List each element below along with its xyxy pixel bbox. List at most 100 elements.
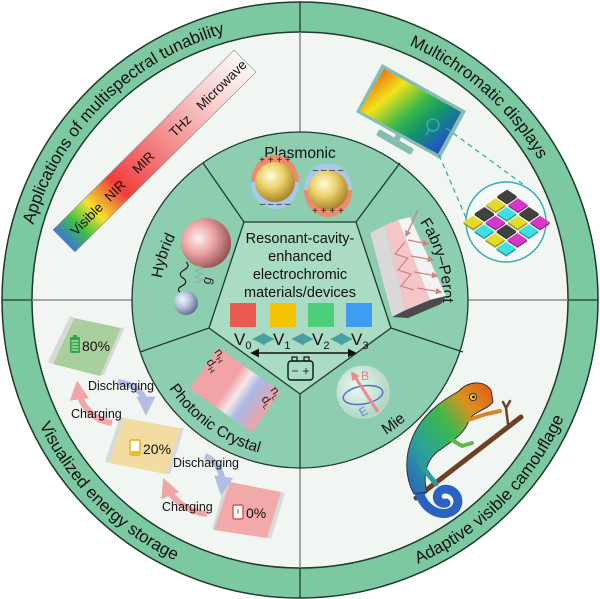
positive-charges: + + + + — [259, 155, 291, 166]
pixel-tile-yellow — [463, 215, 483, 229]
chameleon-back-leg — [417, 459, 439, 487]
chameleon-front-leg — [466, 409, 502, 422]
plasmonic-particle-2: – – – – + + + + — [304, 163, 352, 217]
charging-arrow-icon — [161, 477, 208, 517]
center-title-line: materials/devices — [244, 285, 356, 301]
chameleon-tail — [414, 484, 463, 518]
hybrid-small-particle — [174, 291, 198, 315]
spectrum-bar: Visible NIR MIR THz Microwave — [52, 49, 257, 253]
panel-20 — [109, 418, 180, 474]
pixel-tile-edge — [519, 213, 539, 222]
pixel-grid — [463, 189, 550, 257]
voltage-label-v1: V1 — [273, 330, 290, 352]
pixel-tile-dark — [519, 207, 539, 220]
pixel-tile-edge — [496, 230, 516, 240]
energy-state-20: 20% — [105, 417, 184, 474]
photonic-crystal-stack — [189, 347, 281, 433]
color-state-swatches — [230, 303, 372, 327]
pixel-tile-cyan — [519, 224, 539, 238]
charging-label: Charging — [162, 500, 213, 514]
color-swatch-yellow — [270, 303, 296, 327]
pixel-tile-dark — [496, 224, 516, 238]
pixel-tile-edge — [485, 239, 505, 248]
panel-0 — [214, 482, 281, 538]
pixel-tile-edge — [486, 204, 506, 214]
plasmonic-particle-1: + + + + – – – – — [251, 155, 299, 210]
mechanism-plasmonic: Plasmonic + + + + – – – – – – – – + + + … — [251, 145, 352, 217]
center-title-line: Resonant-cavity- — [246, 231, 355, 247]
hybrid-large-particle — [181, 218, 231, 268]
negative-charges: – – – – — [260, 199, 291, 210]
battery-full-icon — [70, 335, 80, 353]
battery-empty-icon — [232, 504, 244, 520]
pixel-tile-edge — [507, 239, 527, 248]
coupling-wave-icon — [177, 261, 189, 293]
discharging-arrow-icon — [117, 379, 156, 416]
battery-plus: + — [302, 364, 309, 378]
color-swatch-red — [230, 303, 256, 327]
color-swatch-blue — [346, 303, 372, 327]
pixel-tile-edge — [497, 213, 517, 222]
battery-icon: − + — [287, 356, 314, 381]
pixel-tile-magenta — [530, 215, 550, 229]
charge-percent: 20% — [143, 441, 171, 457]
charge-percent: 0% — [246, 505, 266, 521]
pixel-tile-edge — [508, 204, 528, 214]
pixel-tile-magenta — [485, 215, 505, 229]
discharging-label: Discharging — [88, 379, 154, 393]
pixel-tile-yellow — [485, 233, 505, 246]
gap-label: g — [198, 275, 214, 286]
pixel-tile-edge — [519, 230, 539, 240]
chameleon-illustration — [406, 382, 524, 518]
pixel-tile-magenta — [508, 198, 528, 212]
battery-minus: − — [291, 364, 298, 378]
pixel-tile-edge — [497, 196, 517, 205]
fabry-perot-cavity-icon — [369, 209, 447, 318]
voltage-label-v2: V2 — [312, 330, 329, 352]
chameleon-front-leg — [450, 438, 474, 449]
pixel-tile-edge — [508, 222, 528, 231]
pixel-tile-edge — [496, 248, 516, 257]
pixel-tile-dark — [497, 189, 517, 203]
magnifier-icon — [426, 118, 440, 132]
voltage-label-v3: V3 — [351, 330, 368, 352]
negative-charges: – – – – — [313, 165, 344, 176]
voltage-label-v0: V0 — [234, 330, 251, 352]
center-title: Resonant-cavity- enhanced electrochromic… — [244, 231, 356, 301]
panel-80 — [53, 318, 121, 376]
pixel-tile-yellow — [508, 215, 528, 229]
mie-particle — [336, 365, 390, 419]
pixel-tile-dark — [474, 207, 494, 220]
pixel-tile-cyan — [496, 241, 516, 255]
positive-charges: + + + + — [312, 206, 344, 217]
pixel-tile-yellow — [486, 198, 506, 212]
voltage-states: V0 V1 V2 V3 — [234, 330, 368, 358]
b-field-label: B — [361, 369, 369, 383]
charging-label: Charging — [71, 407, 122, 421]
energy-state-80: 80% — [48, 316, 125, 376]
battery-low-icon — [129, 439, 141, 456]
center-title-line: electrochromic — [253, 267, 347, 283]
gap-spring-icon — [193, 264, 205, 284]
discharging-arrow-icon — [203, 453, 234, 496]
center-title-line: enhanced — [268, 249, 332, 265]
discharging-label: Discharging — [173, 456, 239, 470]
pixel-tile-cyan — [474, 224, 494, 238]
mechanism-dividers — [139, 162, 464, 468]
pixel-tile-cyan — [497, 207, 517, 220]
color-swatch-green — [308, 303, 334, 327]
magnetic-field-arrow-icon — [351, 370, 380, 413]
charge-percent: 80% — [82, 338, 110, 354]
twig — [501, 399, 512, 426]
mechanism-fabry-perot: Fabry–Perot — [369, 209, 456, 318]
pixel-tile-edge — [463, 222, 483, 231]
charge-transitions: Discharging Charging Discharging Chargin… — [69, 379, 239, 517]
zoom-guide-lines — [438, 127, 525, 221]
pixel-tile-edge — [485, 222, 505, 231]
pixel-tile-magenta — [507, 233, 527, 246]
pixel-tile-edge — [530, 222, 550, 231]
display-monitor-icon — [356, 64, 466, 159]
pixel-tile-edge — [474, 213, 494, 222]
